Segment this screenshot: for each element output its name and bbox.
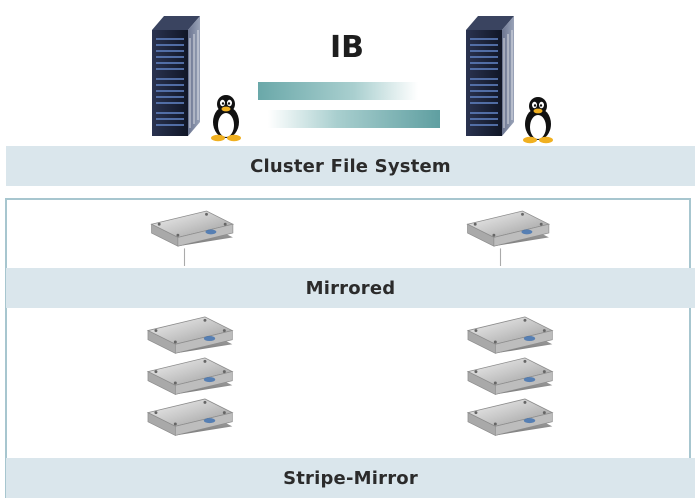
tux-right-icon (523, 97, 553, 144)
cluster-file-system-label: Cluster File System (250, 155, 451, 177)
stripe-mirror-band: Stripe-Mirror (6, 458, 695, 498)
tux-left-icon (211, 95, 241, 142)
ssd-stack-right-icon (467, 316, 553, 437)
ssd-stack-left-icon (147, 316, 233, 437)
ib-label: IB (329, 30, 365, 65)
ssd-icon (466, 210, 550, 266)
storage-frame (5, 198, 691, 498)
mirrored-label: Mirrored (305, 277, 396, 299)
ssd-icon (150, 210, 234, 266)
cluster-file-system-band: Cluster File System (6, 146, 695, 186)
ib-link-bars (258, 82, 440, 128)
stripe-mirror-label: Stripe-Mirror (283, 467, 418, 489)
mirrored-band: Mirrored (6, 268, 695, 308)
